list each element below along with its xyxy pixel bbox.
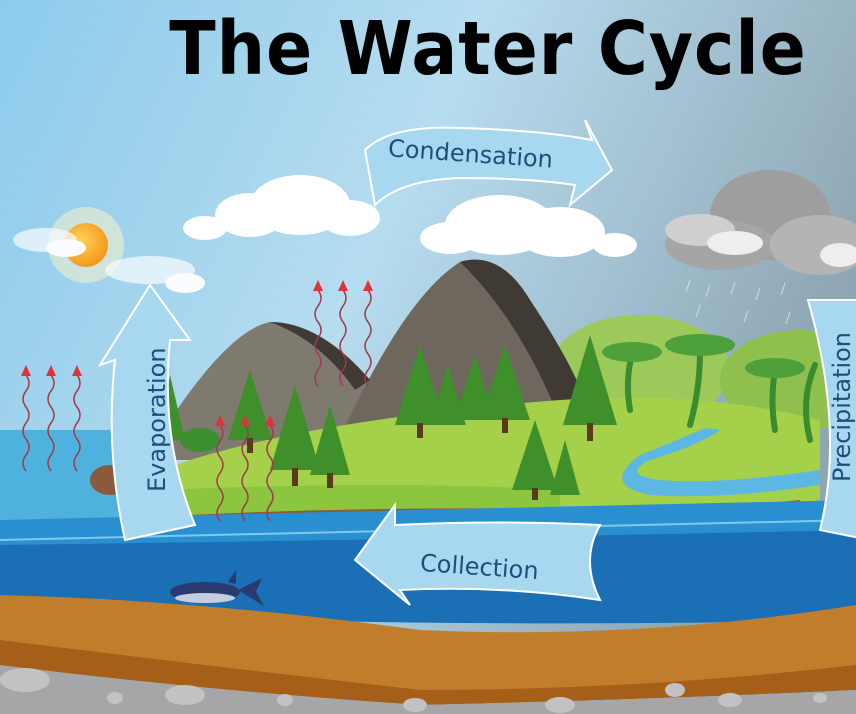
evaporation-arrow	[97, 283, 197, 542]
precipitation-arrow	[806, 298, 856, 539]
rock-layer	[0, 665, 856, 714]
rain-cloud-icon	[665, 170, 856, 325]
clouds-icon	[183, 175, 637, 257]
condensation-arrow	[363, 119, 614, 208]
collection-arrow	[353, 501, 602, 606]
vapor-arrows	[22, 289, 372, 522]
river	[622, 428, 820, 497]
diagram-title: The Water Cycle	[169, 6, 807, 92]
evaporation-label: Evaporation	[143, 347, 171, 492]
precipitation-label: Precipitation	[828, 331, 856, 482]
cloud-icon	[13, 228, 205, 293]
whale-shark-icon	[170, 570, 264, 606]
pine-trees	[160, 335, 617, 500]
